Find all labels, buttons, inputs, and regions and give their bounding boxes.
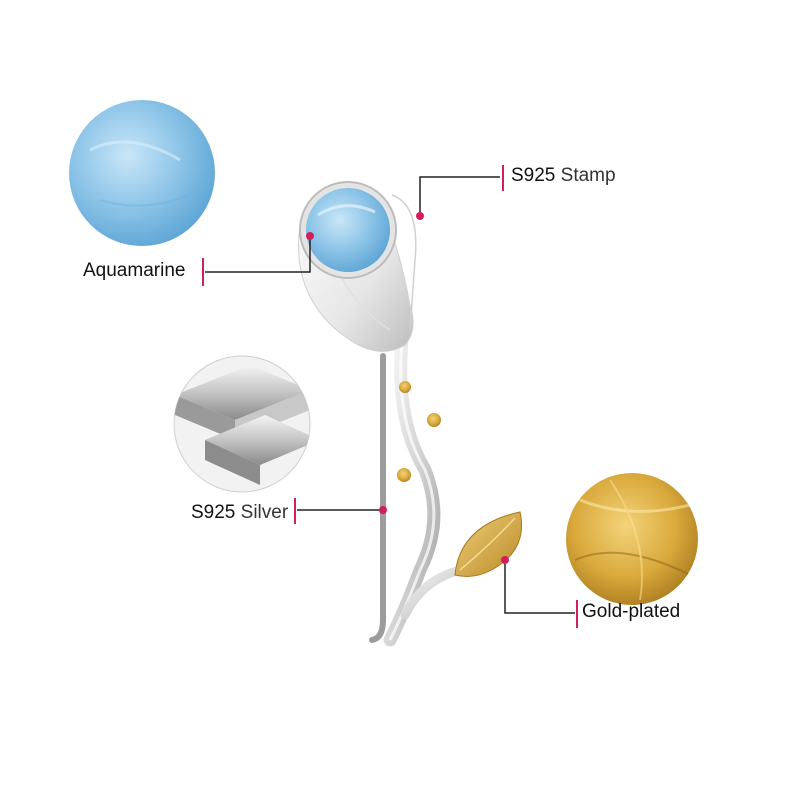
label-stamp-code: S925 [511, 165, 556, 186]
aquamarine-detail-image [69, 100, 215, 246]
callout-gold [501, 556, 578, 628]
label-s925-silver: S925 Silver [191, 503, 288, 522]
callout-silver [294, 498, 387, 524]
label-silver-code: S925 [191, 502, 236, 523]
silver-bar-detail-image [173, 355, 311, 493]
label-s925-stamp: S925 Stamp [511, 166, 616, 185]
label-gold-plated: Gold-plated [582, 601, 681, 622]
callout-stamp [416, 165, 504, 220]
label-stamp-word: Stamp [560, 165, 616, 186]
brooch [298, 181, 523, 647]
callout-aquamarine [202, 232, 314, 286]
label-silver-word: Silver [240, 502, 289, 523]
gold-texture-detail-image [566, 473, 698, 605]
label-aquamarine: Aquamarine [83, 260, 186, 281]
